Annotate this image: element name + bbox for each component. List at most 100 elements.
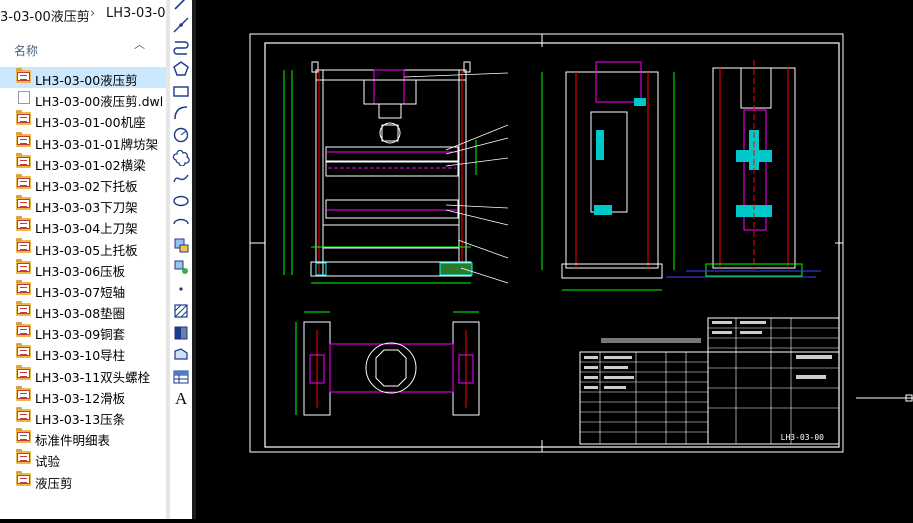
region-tool-button[interactable]: [172, 346, 190, 364]
insert-block-tool-button[interactable]: [172, 236, 190, 254]
multiline-text-tool-button[interactable]: A: [172, 389, 190, 408]
title-block-code: LH3-03-00: [781, 433, 825, 442]
construction-line-tool-icon: [173, 17, 189, 33]
arc-tool-icon: [174, 106, 188, 120]
front-view: [283, 61, 509, 284]
file-list-item-label: LH3-03-00液压剪: [35, 73, 138, 88]
revision-cloud-tool-icon: [172, 149, 190, 166]
file-list-item[interactable]: 标准件明细表: [0, 427, 166, 448]
sheet-inner-border: [264, 42, 840, 448]
dwg-file-icon: [16, 449, 31, 465]
spline-tool-button[interactable]: [172, 170, 190, 188]
file-list-item-label: LH3-03-05上托板: [35, 242, 138, 258]
polygon-tool-button[interactable]: [172, 60, 190, 78]
ellipse-arc-tool-icon: [173, 218, 189, 225]
column-header-name: 名称: [14, 44, 39, 58]
file-list-item-label: LH3-03-07短轴: [35, 284, 126, 300]
point-tool-button[interactable]: [172, 280, 190, 298]
file-list-item[interactable]: LH3-03-10导柱: [0, 342, 166, 363]
dwg-file-icon: [16, 68, 31, 83]
gradient-tool-icon: [174, 326, 188, 340]
file-list-item[interactable]: 液压剪: [0, 470, 166, 491]
file-list-item-label: LH3-03-00液压剪.dwl: [35, 94, 164, 110]
circle-tool-button[interactable]: [172, 126, 190, 144]
file-list-item[interactable]: LH3-03-00液压剪.dwl: [0, 88, 166, 109]
file-list-item[interactable]: LH3-03-08垫圈: [0, 300, 166, 321]
file-list-item-label: LH3-03-03下刀架: [35, 200, 138, 216]
file-list-item[interactable]: LH3-03-11双头螺栓: [0, 364, 166, 385]
spline-tool-icon: [173, 174, 189, 183]
table-tool-icon: [173, 370, 189, 384]
file-list-item[interactable]: LH3-03-03下刀架: [0, 194, 166, 215]
circle-tool-icon: [173, 127, 189, 143]
top-view: [295, 311, 480, 416]
file-list-item[interactable]: LH3-03-13压条: [0, 406, 166, 427]
breadcrumb-chevron-icon: ›: [90, 6, 96, 21]
sort-chevron-up-icon[interactable]: ︿: [134, 38, 145, 51]
column-header[interactable]: ︿ 名称: [0, 36, 166, 64]
pane-divider[interactable]: [192, 0, 196, 519]
breadcrumb-item[interactable]: 3-03-00液压剪: [0, 10, 90, 25]
file-list-item[interactable]: LH3-03-00液压剪: [0, 67, 166, 89]
point-tool-icon: [179, 287, 183, 291]
dwg-file-icon: [16, 428, 31, 444]
dwg-file-icon: [16, 470, 31, 486]
file-list-item[interactable]: LH3-03-09铜套: [0, 321, 166, 342]
breadcrumb-item[interactable]: LH3-03-00: [106, 6, 166, 21]
dwg-file-icon: [16, 195, 31, 211]
side-view: [541, 61, 675, 291]
file-list-item-label: LH3-03-12滑板: [35, 390, 126, 406]
file-list-item[interactable]: LH3-03-07短轴: [0, 279, 166, 300]
ellipse-arc-tool-button[interactable]: [172, 214, 190, 232]
file-list-item-label: LH3-03-01-02横梁: [35, 157, 146, 173]
file-list-item-label: LH3-03-01-00机座: [35, 115, 146, 131]
dwg-file-icon: [16, 216, 31, 232]
ellipse-tool-button[interactable]: [172, 192, 190, 210]
polyline-tool-button[interactable]: [172, 38, 190, 56]
dwg-file-icon: [16, 173, 31, 189]
file-list-item[interactable]: LH3-03-06压板: [0, 258, 166, 279]
centering-marks: [250, 34, 843, 452]
file-list-item-label: LH3-03-02下托板: [35, 178, 138, 194]
construction-line-tool-button[interactable]: [172, 16, 190, 34]
file-list-item-label: LH3-03-06压板: [35, 263, 126, 279]
file-list-item[interactable]: LH3-03-02下托板: [0, 173, 166, 194]
dwg-file-icon: [16, 364, 31, 380]
text-tool-icon: A: [175, 389, 188, 408]
explorer-scrollbar[interactable]: [166, 0, 170, 519]
dwg-file-icon: [16, 152, 31, 168]
polygon-tool-icon: [173, 61, 189, 76]
dwg-file-icon: [16, 279, 31, 295]
region-tool-icon: [174, 348, 188, 360]
make-block-tool-button[interactable]: [172, 258, 190, 276]
table-tool-button[interactable]: [172, 368, 190, 386]
revision-cloud-tool-button[interactable]: [172, 148, 190, 166]
file-list-item-label: 标准件明细表: [35, 433, 111, 449]
dwg-file-icon: [16, 301, 31, 317]
gradient-tool-button[interactable]: [172, 324, 190, 342]
file-list-item-label: LH3-03-08垫圈: [35, 306, 126, 322]
file-list-item[interactable]: LH3-03-12滑板: [0, 385, 166, 406]
breadcrumb: 3-03-00液压剪 › LH3-03-00: [0, 0, 166, 30]
file-list-item[interactable]: 试验: [0, 448, 166, 469]
dwg-file-icon: [16, 110, 31, 126]
ellipse-tool-icon: [173, 195, 189, 207]
polyline-tool-icon: [173, 41, 189, 55]
file-list-item[interactable]: LH3-03-01-02横梁: [0, 152, 166, 173]
rectangle-tool-button[interactable]: [172, 82, 190, 100]
file-list-item[interactable]: LH3-03-01-01牌坊架: [0, 131, 166, 152]
file-list-item[interactable]: LH3-03-01-00机座: [0, 109, 166, 130]
file-list-item-label: LH3-03-09铜套: [35, 327, 126, 343]
line-tool-button[interactable]: [172, 0, 190, 12]
arc-tool-button[interactable]: [172, 104, 190, 122]
line-tool-icon: [174, 0, 186, 10]
dwg-file-icon: [16, 131, 31, 147]
file-list-item-label: LH3-03-01-01牌坊架: [35, 136, 159, 152]
rectangle-tool-icon: [173, 86, 189, 97]
file-list-item[interactable]: LH3-03-04上刀架: [0, 215, 166, 236]
file-list-item-label: LH3-03-13压条: [35, 412, 126, 427]
file-list-item[interactable]: LH3-03-05上托板: [0, 237, 166, 258]
file-list-item-label: LH3-03-11双头螺栓: [35, 369, 151, 385]
drawing-canvas[interactable]: LH3-03-00: [196, 0, 913, 519]
hatch-tool-button[interactable]: [172, 302, 190, 320]
